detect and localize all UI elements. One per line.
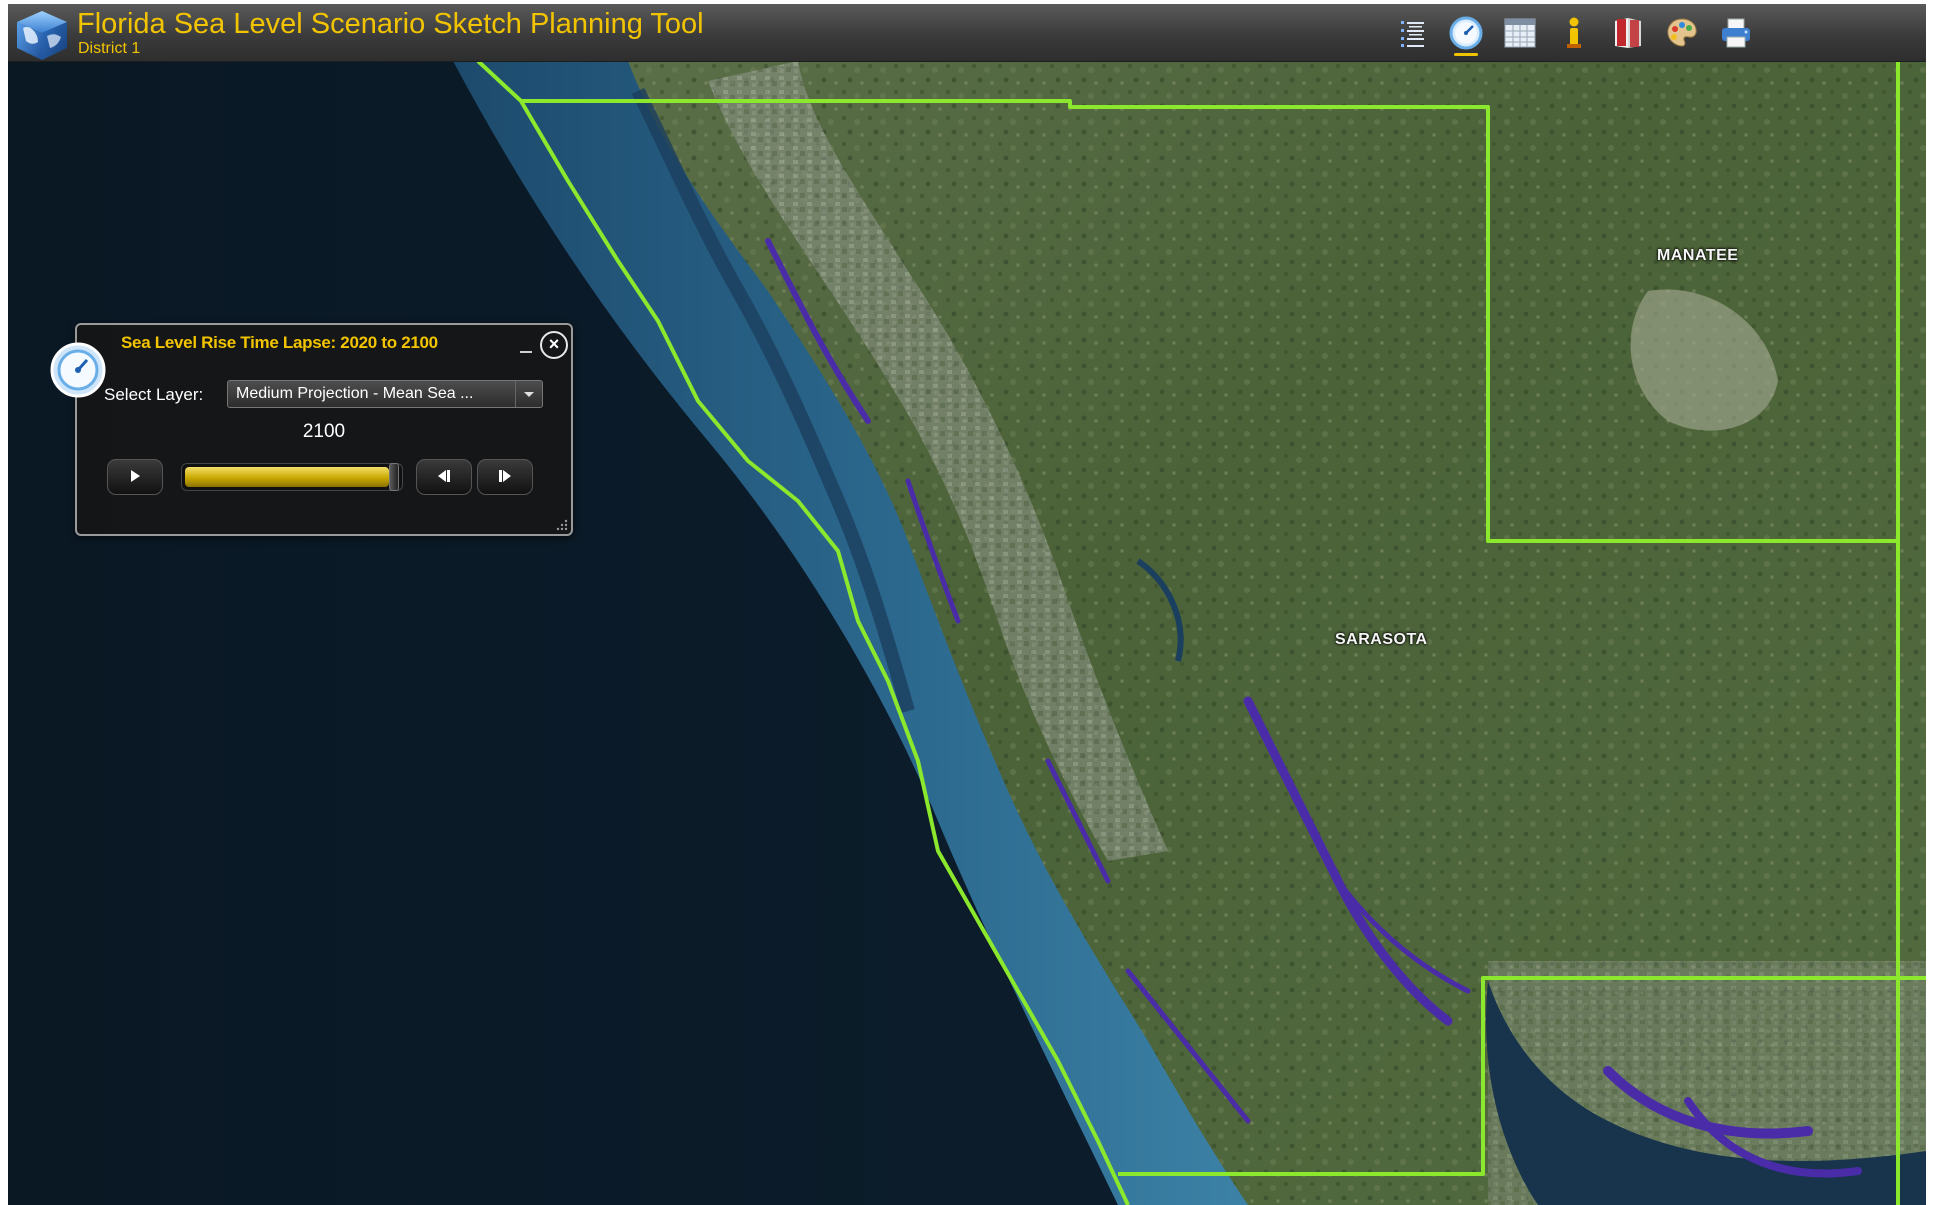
step-forward-icon [499, 470, 511, 482]
play-button[interactable] [107, 459, 163, 495]
widget-title: Sea Level Rise Time Lapse: 2020 to 2100 [121, 333, 438, 352]
satellite-map[interactable] [8, 61, 1926, 1205]
close-icon: × [548, 334, 560, 354]
globe-logo-icon [17, 11, 67, 60]
app-window: Florida Sea Level Scenario Sketch Planni… [8, 4, 1926, 1205]
time-lapse-button[interactable] [1446, 13, 1486, 56]
play-icon [131, 470, 140, 482]
time-lapse-widget: Sea Level Rise Time Lapse: 2020 to 2100 … [75, 323, 573, 536]
identify-info-icon [1567, 17, 1581, 48]
identify-button[interactable] [1554, 13, 1594, 53]
time-slider-thumb[interactable] [389, 463, 399, 491]
app-subtitle: District 1 [78, 40, 141, 57]
layer-select-dropdown[interactable]: Medium Projection - Mean Sea ... [227, 380, 543, 408]
attribute-table-icon [1504, 18, 1536, 48]
step-forward-button[interactable] [477, 459, 533, 495]
layer-select-value: Medium Projection - Mean Sea ... [236, 385, 474, 402]
select-layer-label: Select Layer: [104, 385, 204, 404]
basemap-palette-icon [1667, 18, 1697, 47]
time-slider-fill [185, 467, 389, 487]
basemap-button[interactable] [1662, 13, 1702, 53]
step-back-button[interactable] [416, 459, 472, 495]
time-lapse-clock-icon [50, 342, 106, 398]
step-back-icon [438, 470, 450, 482]
time-slider[interactable] [181, 463, 403, 491]
close-button[interactable]: × [540, 331, 568, 359]
layer-list-button[interactable] [1392, 13, 1432, 53]
print-button[interactable] [1716, 13, 1756, 53]
chevron-down-icon [515, 381, 542, 407]
attribute-table-button[interactable] [1500, 13, 1540, 53]
bookmark-book-icon [1615, 18, 1641, 48]
county-label-sarasota: SARASOTA [1335, 631, 1428, 648]
app-header: Florida Sea Level Scenario Sketch Planni… [8, 4, 1926, 62]
layer-list-icon [1401, 21, 1424, 47]
toolbar [1392, 10, 1756, 56]
county-label-manatee: MANATEE [1657, 247, 1739, 264]
time-lapse-clock-icon [1449, 16, 1483, 50]
current-year: 2100 [302, 421, 346, 442]
app-title: Florida Sea Level Scenario Sketch Planni… [77, 8, 704, 40]
print-icon [1722, 18, 1750, 48]
bookmark-button[interactable] [1608, 13, 1648, 53]
minimize-button[interactable] [518, 341, 534, 355]
resize-grip-icon[interactable] [556, 519, 568, 531]
